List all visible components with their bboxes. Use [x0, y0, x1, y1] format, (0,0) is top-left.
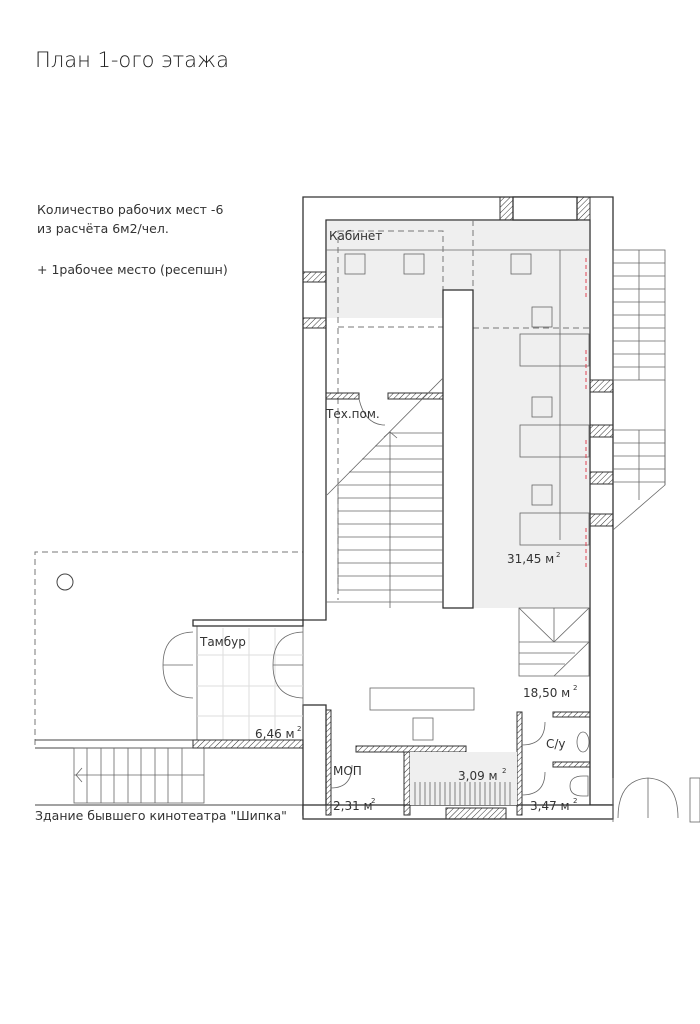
note-workplaces: Количество рабочих мест -6 — [37, 202, 224, 217]
wc-area: 3,47 м — [530, 799, 570, 813]
mop-area: 2,31 м — [333, 799, 373, 813]
terrace — [34, 551, 303, 749]
office-area-sup: 2 — [556, 551, 560, 559]
storage-area: 3,09 м — [458, 769, 498, 783]
vestibule: Тамбур 6,46 м 2 — [162, 619, 304, 749]
small-staircase — [518, 607, 590, 677]
toilet-icon — [569, 775, 589, 797]
wc-area-sup: 2 — [573, 797, 577, 805]
page-title: План 1-ого этажа — [35, 48, 229, 72]
outer-walls — [302, 196, 614, 820]
note-calculation: из расчёта 6м2/чел. — [37, 221, 169, 236]
office-area: 31,45 м — [507, 552, 554, 566]
reception-desk — [369, 687, 475, 711]
office-room: Кабинет 31,45 м 2 — [326, 220, 590, 608]
wc-label: С/у — [546, 737, 566, 751]
chairs — [344, 253, 553, 506]
hall-area: 18,50 м — [523, 686, 570, 700]
exterior-stairs — [612, 249, 666, 531]
office-label: Кабинет — [329, 229, 382, 243]
vestibule-area: 6,46 м — [255, 727, 295, 741]
entrance-steps — [35, 747, 303, 806]
column-icon — [56, 573, 74, 591]
staircase — [326, 377, 444, 608]
door-swing — [162, 631, 194, 699]
service-rooms: МОП 2,31 м 2 3,09 м 2 С/у 3,47 м 2 — [325, 709, 591, 816]
storage-area-sup: 2 — [502, 767, 506, 775]
mop-area-sup: 2 — [371, 797, 375, 805]
interior-wall — [442, 289, 474, 609]
tech-room: Тех.пом. — [325, 392, 444, 426]
window — [512, 196, 578, 221]
sink-icon — [576, 731, 590, 753]
building-caption: Здание бывшего кинотеатра "Шипка" — [35, 808, 287, 823]
hall-area-sup: 2 — [573, 684, 577, 692]
vestibule-label: Тамбур — [199, 635, 246, 649]
note-reception: + 1рабочее место (ресепшн) — [37, 262, 228, 277]
hall: 18,50 м 2 — [369, 684, 577, 741]
mop-label: МОП — [333, 764, 362, 778]
reception-chair — [412, 717, 434, 741]
neighbour-door — [612, 777, 700, 823]
tech-room-label: Тех.пом. — [325, 407, 380, 421]
vestibule-area-sup: 2 — [297, 725, 301, 733]
